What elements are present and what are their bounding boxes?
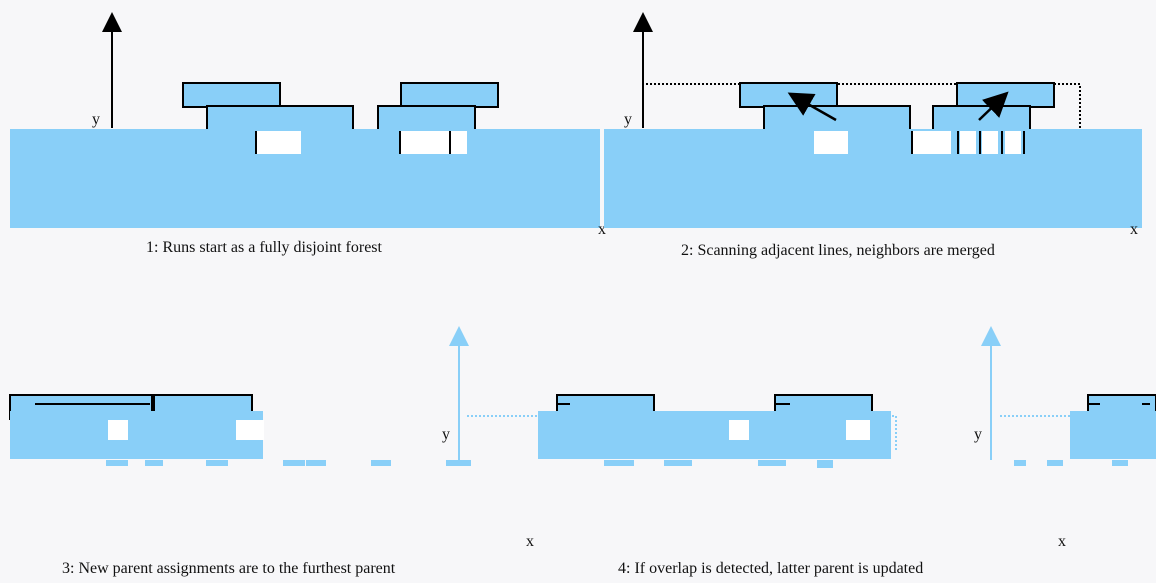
panel-2-white-gap-2 [913,131,951,154]
panel-3-blue-field-left [10,411,263,459]
panel-3-white-gap-1 [108,420,128,440]
panel-3-dot-9 [664,460,692,466]
panel-1-axis-y-label: y [92,111,100,128]
panel-2-white-gap-4 [982,131,998,154]
panel-2-blue-field [604,129,1142,228]
panel-3-dot-8 [604,460,634,466]
panel-2-axis-y-label: y [624,111,632,128]
panel-1-upper-run-right [400,82,499,108]
panel-2-upper-run-right [956,82,1055,108]
panel-2-white-gap-1 [814,131,848,154]
panel-3-dot-10 [758,460,786,466]
panel-1-caption: 1: Runs start as a fully disjoint forest [146,239,383,256]
panel-3-dot-11 [817,460,833,468]
panel-2-mid-run-left [763,105,911,131]
panel-3-blue-field-right [538,411,891,459]
panel-2-caption: 2: Scanning adjacent lines, neighbors ar… [681,242,995,259]
panel-1-blue-field [10,129,600,228]
panel-4: y x 4: If overlap is detected, latter pa… [618,326,1156,577]
panel-1-upper-run-left [182,82,281,108]
panel-1-axis-x-label: x [598,221,606,238]
panel-2-white-gap-5 [1005,131,1021,154]
panel-3-white-gap-2 [236,420,264,440]
panel-2-upper-run-left [739,82,838,108]
panel-3-dot-5 [306,460,326,466]
panel-1-white-gap-3 [451,131,467,154]
panel-2: y x 2: Scanning adjacent lines, neighbor… [604,12,1142,259]
panel-2-merge-arrow-right [978,91,1009,121]
panel-3-dot-6 [371,460,391,466]
panel-3-white-gap-4 [846,420,870,440]
panel-1: y x 1: Runs start as a fully disjoint fo… [10,12,606,256]
panel-2-merge-arrow-left [787,92,837,122]
panel-3-white-gap-3 [729,420,749,440]
panel-3-dot-7 [446,460,471,466]
panel-4-axis-x-label: x [1058,533,1066,550]
panel-4-blue-field [1070,411,1156,459]
panel-4-axis-y-label: y [974,426,982,443]
panel-3-dot-1 [106,460,128,466]
panel-3: y x 3: New parent assignments are to the… [9,326,897,577]
panel-3-dot-3 [206,460,228,466]
panel-3-axis-x-label: x [526,533,534,550]
panel-2-white-gap-3 [960,131,976,154]
panel-1-white-gap-2 [401,131,449,154]
panel-3-dot-2 [145,460,163,466]
panel-3-dot-4 [283,460,305,466]
panel-4-dot-2 [1047,460,1063,466]
panel-3-axis-y-label: y [442,426,450,443]
panel-2-axis-x-label: x [1130,221,1138,238]
panel-1-mid-run-right [377,105,476,131]
panel-4-dot-1 [1014,460,1026,466]
panel-1-white-gap-1 [257,131,301,154]
panel-4-caption: 4: If overlap is detected, latter parent… [618,560,923,577]
panel-1-mid-run-left [206,105,354,131]
panel-3-caption: 3: New parent assignments are to the fur… [62,560,396,577]
panel-4-dot-3 [1112,460,1128,466]
